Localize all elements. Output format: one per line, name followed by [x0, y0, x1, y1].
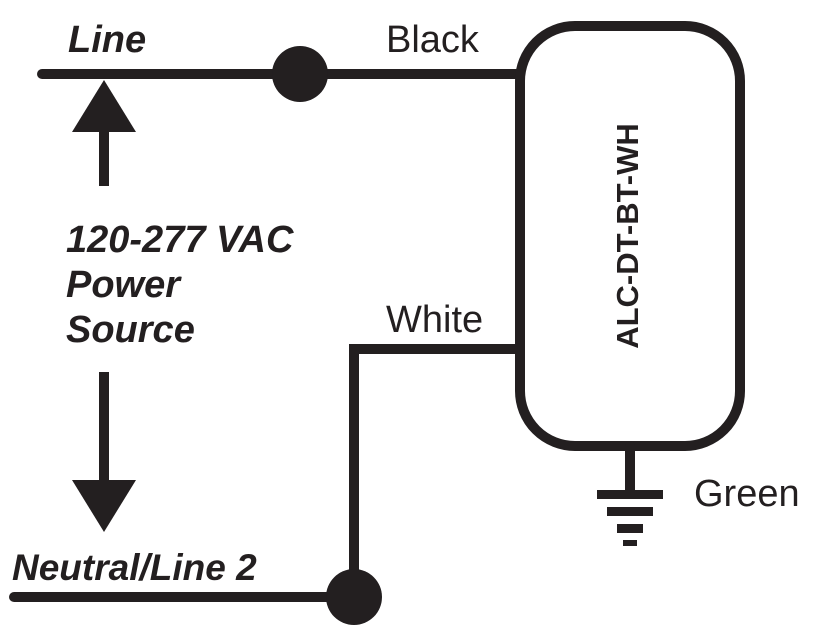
ground-symbol-icon	[597, 490, 663, 546]
line-label: Line	[68, 19, 146, 61]
neutral-label: Neutral/Line 2	[12, 547, 257, 588]
power-source-label-power: Power	[66, 264, 182, 306]
power-source-label-source: Source	[66, 309, 195, 351]
neutral-junction-dot	[326, 569, 382, 625]
black-wire-label: Black	[386, 19, 480, 61]
up-arrow-icon	[72, 80, 136, 186]
line-junction-dot	[272, 46, 328, 102]
device-model-label: ALC-DT-BT-WH	[610, 123, 645, 349]
white-wire	[349, 344, 525, 602]
down-arrow-icon	[72, 372, 136, 532]
green-wire-label: Green	[694, 473, 800, 515]
white-wire-label: White	[386, 299, 483, 341]
power-source-label-voltage: 120-277 VAC	[66, 219, 294, 261]
